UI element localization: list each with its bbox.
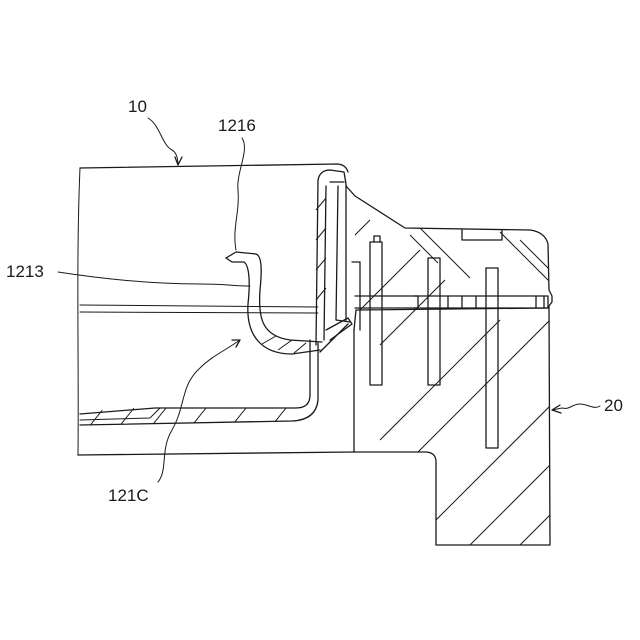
leader-10 bbox=[148, 118, 178, 165]
housing-10 bbox=[78, 164, 354, 455]
leader-lines bbox=[58, 118, 600, 482]
wall-10-interface bbox=[316, 170, 352, 352]
leader-1213 bbox=[58, 272, 250, 286]
label-121C: 121C bbox=[108, 486, 149, 505]
label-20: 20 bbox=[604, 396, 623, 415]
housing-20 bbox=[330, 186, 552, 545]
label-1216: 1216 bbox=[218, 116, 256, 135]
label-10: 10 bbox=[128, 97, 147, 116]
label-1213: 1213 bbox=[6, 262, 44, 281]
spring-clip-121C bbox=[226, 252, 322, 354]
leader-121C bbox=[158, 340, 240, 482]
terminal-2 bbox=[414, 258, 476, 385]
leader-1216 bbox=[235, 138, 245, 250]
